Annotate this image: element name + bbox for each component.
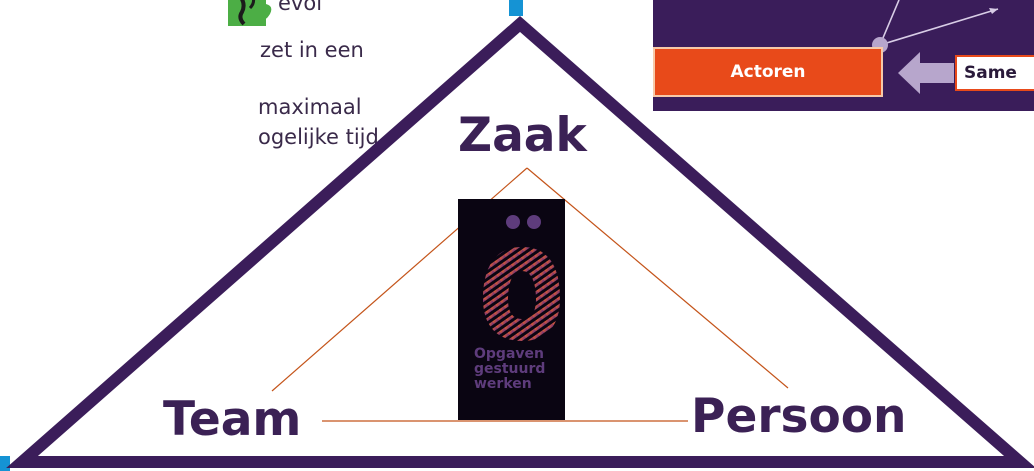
- blue-accent-bar-bottom: [0, 456, 10, 471]
- actoren-box: Actoren: [653, 47, 883, 97]
- paragraph-fragment-1: evol: [278, 0, 323, 15]
- label-zaak: Zaak: [458, 108, 587, 163]
- logo-line-1: Opgaven: [474, 346, 544, 362]
- logo-line-2: gestuurd: [474, 361, 546, 377]
- label-team: Team: [163, 392, 302, 447]
- paragraph-fragment-4: ogelijke tijd: [258, 125, 379, 149]
- label-persoon: Persoon: [691, 389, 907, 444]
- paragraph-fragment-2: zet in een: [260, 38, 364, 62]
- logo-wordmark: Opgaven gestuurd werken: [474, 347, 545, 392]
- opgaven-logo: Opgaven gestuurd werken: [458, 199, 565, 420]
- arrow-left-icon: [898, 52, 954, 94]
- puzzle-piece-image: [228, 0, 272, 26]
- paragraph-fragment-3: maximaal: [258, 95, 362, 119]
- logo-mark-icon: [483, 215, 560, 341]
- logo-line-3: werken: [474, 376, 532, 392]
- same-box: Same: [955, 55, 1034, 91]
- blue-accent-bar: [509, 0, 523, 16]
